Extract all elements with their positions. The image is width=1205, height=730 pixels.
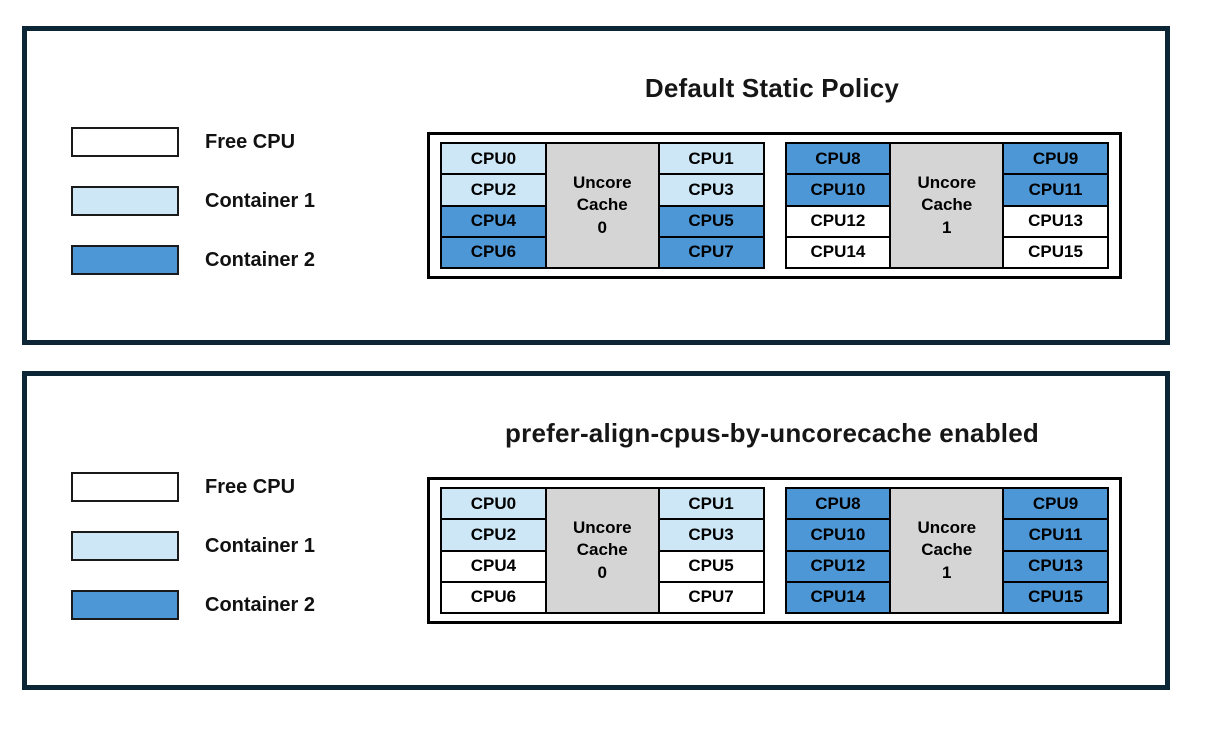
legend-item: Free CPU xyxy=(71,472,315,502)
cpu-row: CPU6 CPU7 xyxy=(440,235,765,270)
legend-label: Free CPU xyxy=(205,475,296,498)
cpu-cell-cpu4: CPU4 xyxy=(440,549,547,583)
cpu-cell-cpu9: CPU9 xyxy=(1002,486,1109,521)
legend-item: Free CPU xyxy=(71,127,315,157)
legend: Free CPU Container 1 Container 2 xyxy=(71,472,315,649)
cpu-row: CPU4 CPU5 xyxy=(440,549,765,583)
cpu-cell-cpu15: CPU15 xyxy=(1002,580,1109,615)
uncore-cache-label-line: Cache xyxy=(576,195,628,215)
panel-title: prefer-align-cpus-by-uncorecache enabled xyxy=(505,418,1039,448)
cpu-cell-cpu6: CPU6 xyxy=(440,235,547,270)
cpu-cell-cpu9: CPU9 xyxy=(1002,141,1109,176)
cpu-cell-cpu6: CPU6 xyxy=(440,580,547,615)
cpu-cell-cpu13: CPU13 xyxy=(1002,204,1109,238)
cpu-cell-cpu7: CPU7 xyxy=(657,580,765,615)
cpu-cell-cpu5: CPU5 xyxy=(657,549,765,583)
cpu-row: CPU10 CPU11 xyxy=(784,173,1109,207)
cpu-cell-cpu2: CPU2 xyxy=(440,173,547,207)
cpu-cell-cpu0: CPU0 xyxy=(440,141,547,176)
legend-label: Container 1 xyxy=(205,534,316,557)
cpu-row: CPU14 CPU15 xyxy=(784,580,1109,615)
legend-swatch-container2 xyxy=(71,245,179,275)
cpu-cell-cpu15: CPU15 xyxy=(1002,235,1109,270)
legend-label: Container 1 xyxy=(205,189,316,212)
uncore-cache-label-line: 0 xyxy=(597,562,607,582)
cpu-cell-cpu0: CPU0 xyxy=(440,486,547,521)
legend-swatch-container1 xyxy=(71,531,179,561)
legend: Free CPU Container 1 Container 2 xyxy=(71,127,315,304)
cpu-cell-cpu3: CPU3 xyxy=(657,173,765,207)
cpu-cell-cpu8: CPU8 xyxy=(784,486,892,521)
cpu-cell-cpu7: CPU7 xyxy=(657,235,765,270)
cpu-row: CPU12 CPU13 xyxy=(784,549,1109,583)
cpu-row: CPU14 CPU15 xyxy=(784,235,1109,270)
cpu-cell-cpu5: CPU5 xyxy=(657,204,765,238)
uncore-cache-label-line: Uncore xyxy=(917,172,977,192)
uncore-cache-label-line: Uncore xyxy=(572,172,632,192)
uncore-cache-label-line: 1 xyxy=(942,217,952,237)
legend-label: Container 2 xyxy=(205,593,316,616)
panel-prefer-align-cpus-by-uncorecache: prefer-align-cpus-by-uncorecache enabled… xyxy=(22,371,1170,690)
legend-item: Container 2 xyxy=(71,590,315,620)
uncore-cache-label-line: Uncore xyxy=(917,517,977,537)
legend-swatch-container2 xyxy=(71,590,179,620)
uncore-cache-label-line: 0 xyxy=(597,217,607,237)
cpu-row: CPU6 CPU7 xyxy=(440,580,765,615)
cpu-cell-cpu8: CPU8 xyxy=(784,141,892,176)
uncore-cache-label-line: Cache xyxy=(576,540,628,560)
cpu-row: CPU2 CPU3 xyxy=(440,518,765,552)
panel-default-static-policy: Default Static Policy Free CPU Container … xyxy=(22,26,1170,345)
uncore-cache-label-line: Cache xyxy=(921,195,973,215)
cpu-cell-cpu11: CPU11 xyxy=(1002,173,1109,207)
cpu-cell-cpu12: CPU12 xyxy=(784,204,892,238)
legend-swatch-container1 xyxy=(71,186,179,216)
cpu-cell-cpu13: CPU13 xyxy=(1002,549,1109,583)
cpu-row: CPU2 CPU3 xyxy=(440,173,765,207)
legend-swatch-free_cpu xyxy=(71,127,179,157)
cpu-cell-cpu12: CPU12 xyxy=(784,549,892,583)
cpu-row: CPU10 CPU11 xyxy=(784,518,1109,552)
cpu-cell-cpu11: CPU11 xyxy=(1002,518,1109,552)
cpu-cell-cpu10: CPU10 xyxy=(784,173,892,207)
uncore-cache-label-line: Cache xyxy=(921,540,973,560)
cpu-row: CPU12 CPU13 xyxy=(784,204,1109,238)
legend-item: Container 1 xyxy=(71,186,315,216)
legend-item: Container 1 xyxy=(71,531,315,561)
cpu-row: CPU4 CPU5 xyxy=(440,204,765,238)
cpu-cell-cpu4: CPU4 xyxy=(440,204,547,238)
panel-title: Default Static Policy xyxy=(644,73,900,103)
cpu-cell-cpu10: CPU10 xyxy=(784,518,892,552)
legend-label: Container 2 xyxy=(205,248,316,271)
legend-swatch-free_cpu xyxy=(71,472,179,502)
legend-item: Container 2 xyxy=(71,245,315,275)
uncore-cache-label-line: 1 xyxy=(942,562,952,582)
cpu-cell-cpu3: CPU3 xyxy=(657,518,765,552)
cpu-cell-cpu14: CPU14 xyxy=(784,580,892,615)
cpu-cell-cpu2: CPU2 xyxy=(440,518,547,552)
uncore-cache-label-line: Uncore xyxy=(572,517,632,537)
cpu-cell-cpu1: CPU1 xyxy=(657,141,765,176)
cpu-cell-cpu14: CPU14 xyxy=(784,235,892,270)
legend-label: Free CPU xyxy=(205,130,296,153)
cpu-cell-cpu1: CPU1 xyxy=(657,486,765,521)
